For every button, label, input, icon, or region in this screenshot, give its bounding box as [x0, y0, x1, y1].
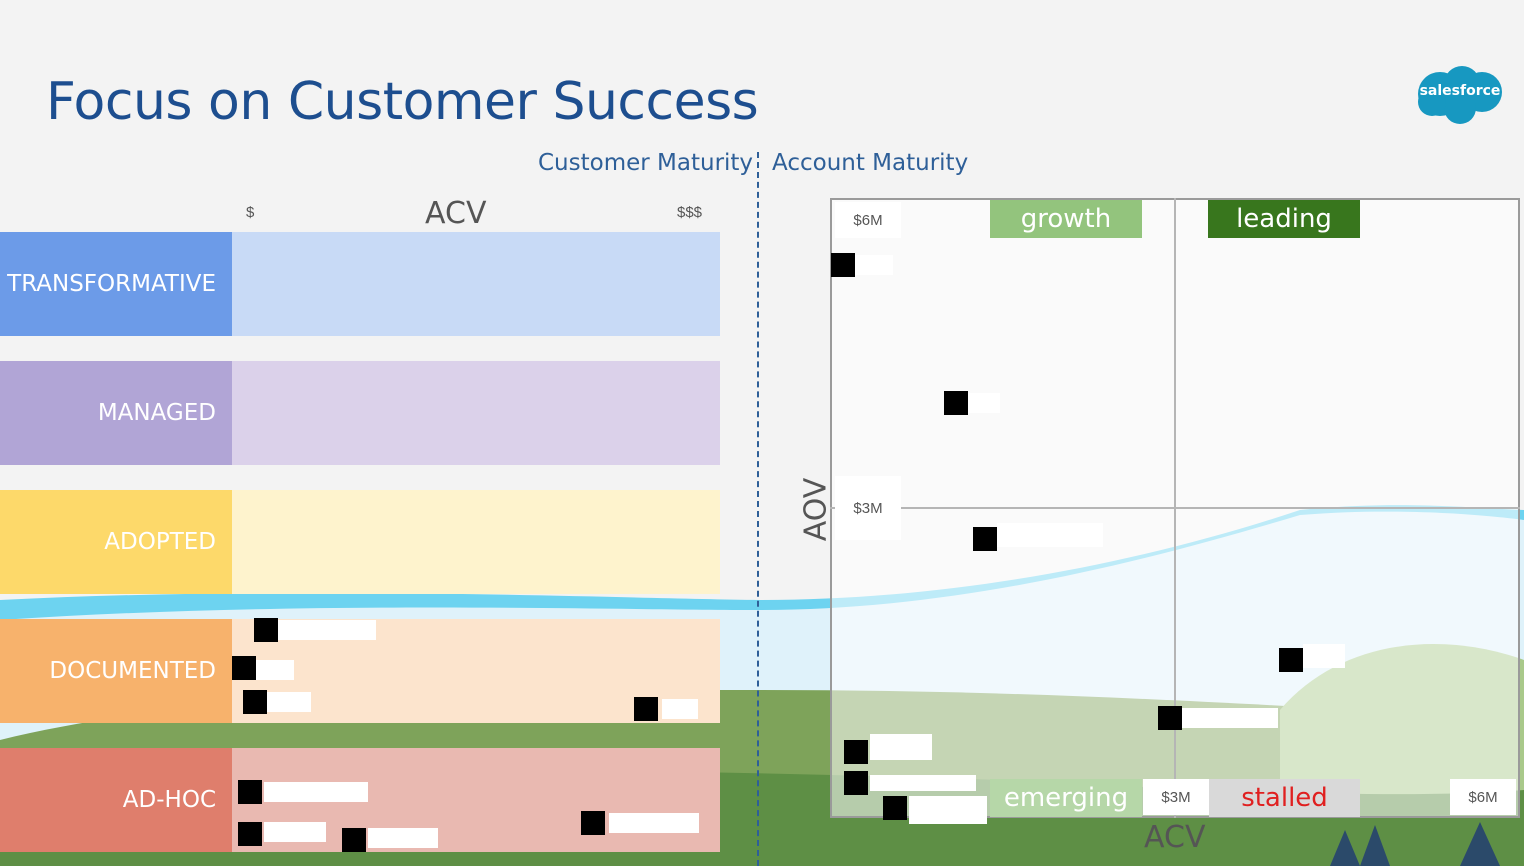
- quadrant-horizontal-divider: [830, 507, 1520, 509]
- account-maturity-heading: Account Maturity: [772, 150, 969, 176]
- x-axis-label: ACV: [1144, 820, 1206, 855]
- acv-scale-low: $: [246, 204, 255, 221]
- slide-title: Focus on Customer Success: [46, 72, 759, 132]
- customer-maturity-heading: Customer Maturity: [538, 150, 754, 176]
- quadrant-label-emerging: emerging: [990, 779, 1142, 817]
- brand-name: salesforce: [1419, 83, 1501, 99]
- row-bar: [232, 490, 720, 594]
- quadrant-label-stalled: stalled: [1209, 779, 1360, 817]
- salesforce-logo: salesforce: [1416, 64, 1504, 126]
- row-bar: [232, 361, 720, 465]
- row-label: MANAGED: [0, 361, 232, 465]
- x-tick-3m: $3M: [1143, 779, 1209, 815]
- maturity-row-transformative: TRANSFORMATIVE: [0, 232, 720, 336]
- row-label: ADOPTED: [0, 490, 232, 594]
- row-label: TRANSFORMATIVE: [0, 232, 232, 336]
- row-label: DOCUMENTED: [0, 619, 232, 723]
- y-tick-3m: $3M: [835, 476, 901, 540]
- section-divider: [757, 152, 759, 866]
- maturity-row-managed: MANAGED: [0, 361, 720, 465]
- acv-scale-title: ACV: [425, 196, 487, 231]
- x-tick-6m: $6M: [1450, 779, 1516, 815]
- y-tick-6m: $6M: [835, 202, 901, 238]
- maturity-row-adopted: ADOPTED: [0, 490, 720, 594]
- quadrant-label-leading: leading: [1208, 200, 1360, 238]
- y-axis-label: AOV: [798, 477, 834, 542]
- row-bar: [232, 232, 720, 336]
- row-label: AD-HOC: [0, 748, 232, 852]
- quadrant-label-growth: growth: [990, 200, 1142, 238]
- acv-scale-high: $$$: [677, 204, 703, 221]
